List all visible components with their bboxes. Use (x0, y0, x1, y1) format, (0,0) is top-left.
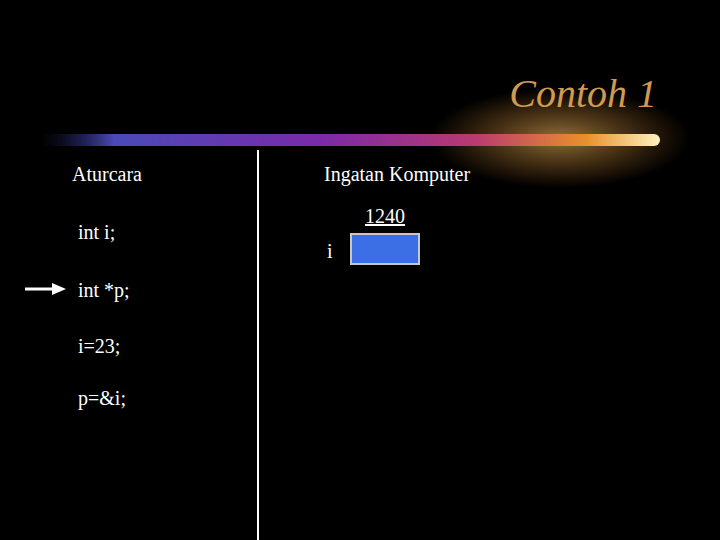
memory-address: 1240 (365, 206, 405, 226)
code-line: p=&i; (78, 388, 126, 408)
memory-box (350, 233, 420, 265)
code-line: i=23; (78, 336, 120, 356)
title-bar (40, 134, 660, 146)
column-heading: Aturcara (72, 164, 142, 184)
column-heading: Ingatan Komputer (324, 164, 470, 184)
memory-cell: 1240 i (325, 204, 420, 266)
code-line: int *p; (78, 280, 130, 300)
code-line: int i; (78, 222, 115, 242)
pointer-arrow (25, 288, 54, 291)
pointer-arrowhead (52, 283, 66, 295)
column-divider (257, 150, 259, 540)
variable-name: i (327, 241, 333, 261)
slide-title: Contoh 1 (509, 74, 657, 114)
